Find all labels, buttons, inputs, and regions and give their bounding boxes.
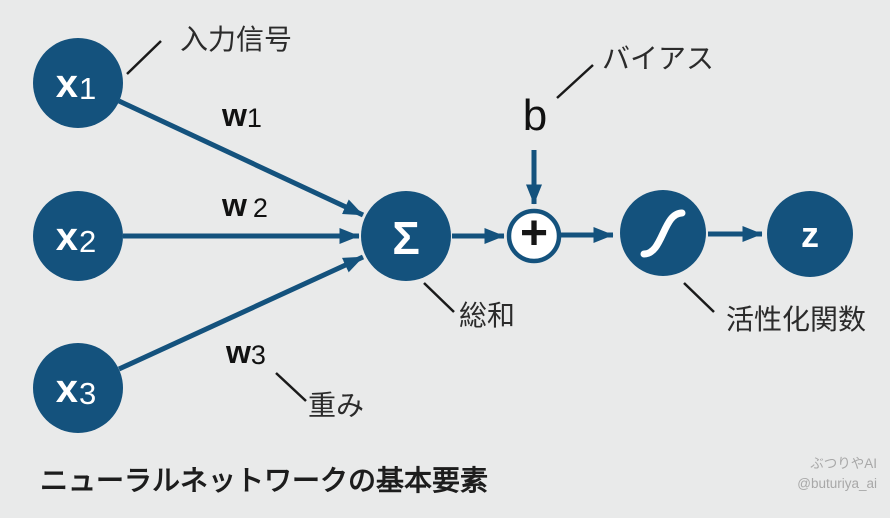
w2-subscript: 2 bbox=[252, 193, 268, 223]
annotation-activation: 活性化関数 bbox=[726, 304, 867, 335]
annotation-input-signal: 入力信号 bbox=[180, 24, 293, 55]
pointer-line-input-signal bbox=[126, 40, 162, 75]
annotation-sum: 総和 bbox=[459, 300, 516, 331]
watermark: ぶつりやAI @buturiya_ai bbox=[797, 454, 877, 493]
x1-subscript: 1 bbox=[79, 71, 97, 106]
annotation-bias: バイアス bbox=[602, 43, 715, 74]
input-node-x3 bbox=[33, 343, 123, 433]
output-node bbox=[767, 191, 853, 277]
weight-label-w1: w1 bbox=[222, 97, 262, 133]
w1-letter: w bbox=[222, 97, 247, 133]
output-node-label: z bbox=[801, 214, 819, 255]
weight-label-w3: w3 bbox=[226, 334, 266, 370]
pointer-line-sum bbox=[423, 282, 455, 313]
w3-letter: w bbox=[226, 334, 251, 370]
plus-node-label: + bbox=[519, 207, 549, 260]
pointer-line-activation bbox=[683, 282, 715, 313]
x2-subscript: 2 bbox=[79, 224, 97, 259]
pointer-line-weight bbox=[275, 372, 307, 402]
arrow-x1-to-sum bbox=[117, 98, 365, 218]
input-node-x1-label: x1 bbox=[56, 64, 97, 104]
input-node-x2 bbox=[33, 191, 123, 281]
input-node-x1 bbox=[33, 38, 123, 128]
w3-subscript: 3 bbox=[250, 340, 266, 370]
w2-letter: w bbox=[222, 187, 247, 223]
annotation-weight: 重み bbox=[308, 390, 365, 421]
bias-symbol: b bbox=[522, 91, 548, 140]
bias-plus-node bbox=[506, 208, 562, 264]
sum-node bbox=[361, 191, 451, 281]
x2-letter: x bbox=[55, 215, 78, 259]
arrow-x3-to-sum bbox=[117, 254, 365, 372]
diagram-title: ニューラルネットワークの基本要素 bbox=[40, 465, 489, 496]
pointer-line-bias bbox=[556, 64, 594, 99]
sigmoid-icon bbox=[640, 209, 686, 258]
watermark-name: ぶつりやAI bbox=[810, 456, 877, 471]
input-node-x2-label: x2 bbox=[56, 217, 97, 257]
watermark-handle: @buturiya_ai bbox=[797, 475, 877, 491]
sum-node-label: Σ bbox=[392, 212, 420, 264]
input-node-x3-label: x3 bbox=[56, 369, 97, 409]
x1-letter: x bbox=[55, 62, 78, 106]
x3-subscript: 3 bbox=[79, 376, 97, 411]
x3-letter: x bbox=[55, 367, 78, 411]
w1-subscript: 1 bbox=[246, 103, 262, 133]
